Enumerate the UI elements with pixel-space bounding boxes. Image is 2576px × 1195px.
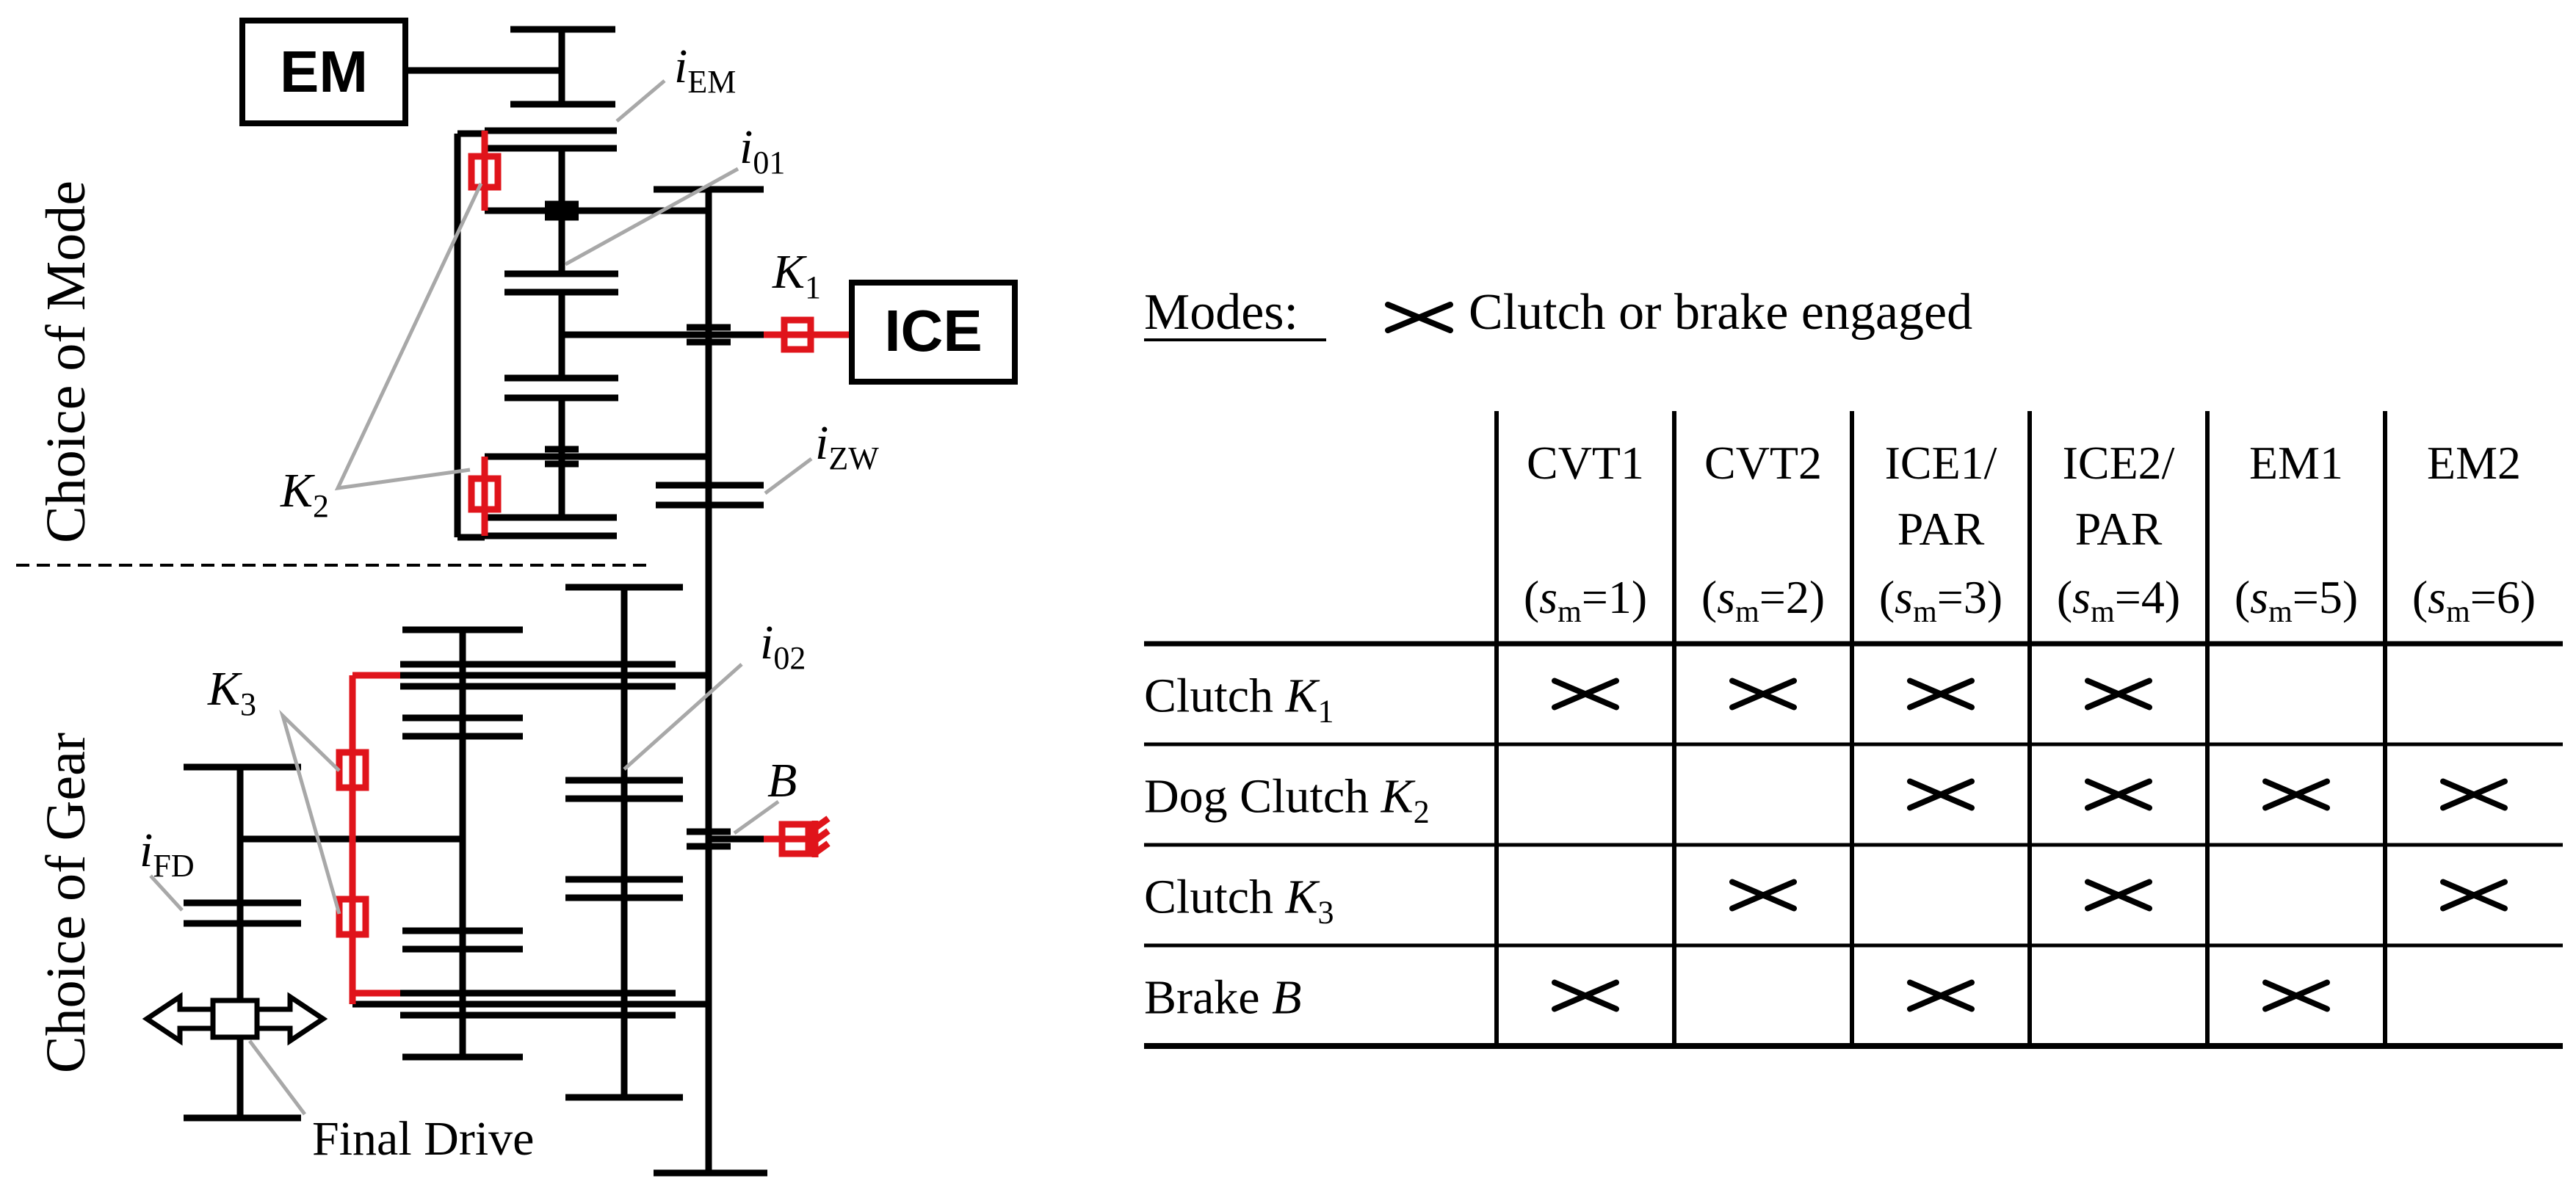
cross-mark-icon <box>1385 302 1453 333</box>
column-header-sm: (sm=6) <box>2412 571 2536 629</box>
diagram-labels: iEM i01 K1 K2 iZW i02 K3 B iFD Final Dri… <box>140 40 879 1166</box>
label-final-drive: Final Drive <box>312 1112 534 1166</box>
region-label-gear: Choice of Gear <box>35 733 97 1073</box>
k3-lower-plate <box>336 896 369 938</box>
label-k1: K1 <box>772 245 821 305</box>
leader-ifd <box>149 874 184 912</box>
label-i-02: i02 <box>760 616 806 676</box>
column-header-title: EM2 <box>2427 437 2521 489</box>
engaged-cross-mark-icon <box>1729 879 1797 912</box>
region-label-mode: Choice of Mode <box>35 181 97 543</box>
label-b: B <box>767 754 797 807</box>
engaged-cross-mark-icon <box>2440 778 2508 811</box>
leader-i02 <box>623 663 743 771</box>
row-label: Dog Clutch K2 <box>1144 770 1430 830</box>
label-i-01: i01 <box>739 120 785 181</box>
leader-lines <box>149 79 813 1116</box>
row-label: Clutch K1 <box>1144 669 1334 730</box>
machine-boxes: EM ICE <box>239 18 1018 385</box>
column-header-title: CVT2 <box>1704 437 1822 489</box>
leader-izw <box>764 457 813 495</box>
column-header-title: CVT1 <box>1527 437 1644 489</box>
ice-box <box>849 280 1018 385</box>
engaged-cross-mark-icon <box>1729 678 1797 711</box>
drivetrain-schematic <box>184 26 767 1177</box>
engaged-cross-mark-icon <box>2262 778 2330 811</box>
label-k2: K2 <box>280 464 329 524</box>
em-box-label: EM <box>280 39 368 104</box>
engaged-cross-mark-icon <box>1907 979 1975 1012</box>
row-label: Brake B <box>1144 971 1301 1025</box>
label-k3: K3 <box>207 662 256 722</box>
column-header-title: ICE2/ <box>2063 437 2175 489</box>
leader-final-drive <box>248 1039 306 1116</box>
brake-ground-hatch-2 <box>813 828 831 843</box>
engaged-cross-mark-icon <box>1552 979 1619 1012</box>
clutch-elements <box>336 131 852 1004</box>
legend: Modes: Clutch or brake engaged <box>1144 284 1972 341</box>
engaged-cross-mark-icon <box>1552 678 1619 711</box>
engaged-cross-mark-icon <box>2085 678 2152 711</box>
engaged-cross-mark-icon <box>1907 678 1975 711</box>
row-label: Clutch K3 <box>1144 871 1334 931</box>
column-header-sm: (sm=2) <box>1701 571 1825 629</box>
differential-box <box>210 998 260 1040</box>
leader-b <box>733 799 780 835</box>
legend-title: Modes: <box>1144 284 1298 341</box>
label-i-em: iEM <box>674 40 736 100</box>
em-box <box>239 18 408 126</box>
leader-k2 <box>334 182 483 491</box>
brake-ground-hatch-1 <box>813 816 831 831</box>
axle-left-arrow-icon <box>142 992 216 1046</box>
column-header-subtitle: PAR <box>1897 503 1985 555</box>
brake-ground-hatch-3 <box>813 840 831 856</box>
engaged-cross-mark-icon <box>2085 778 2152 811</box>
ice-box-label: ICE <box>884 298 982 363</box>
engaged-cross-mark-icon <box>2262 979 2330 1012</box>
engaged-cross-mark-icon <box>1907 778 1975 811</box>
column-header-sm: (sm=1) <box>1524 571 1647 629</box>
column-header-sm: (sm=4) <box>2057 571 2180 629</box>
label-i-zw: iZW <box>815 416 879 476</box>
differential <box>142 992 328 1046</box>
label-i-fd: iFD <box>140 824 195 884</box>
engaged-cross-mark-icon <box>2440 879 2508 912</box>
leader-iem <box>615 79 666 123</box>
engaged-cross-mark-icon <box>2085 879 2152 912</box>
column-header-sm: (sm=5) <box>2235 571 2358 629</box>
k1-plate <box>781 316 814 353</box>
legend-text: Clutch or brake engaged <box>1469 284 1972 341</box>
column-header-subtitle: PAR <box>2075 503 2163 555</box>
leader-i01 <box>564 167 739 266</box>
column-header-title: ICE1/ <box>1885 437 1997 489</box>
column-header-sm: (sm=3) <box>1879 571 2002 629</box>
brake-plate <box>778 821 812 857</box>
leader-k3 <box>279 709 341 915</box>
column-header-title: EM1 <box>2249 437 2343 489</box>
mode-table: CVT1 (sm=1) CVT2 (sm=2) ICE1/PAR (sm=3) ICE2/P… <box>1144 411 2563 1049</box>
k2-lower-dog <box>468 475 502 513</box>
axle-right-arrow-icon <box>254 992 328 1046</box>
k2-upper-dog <box>468 153 502 191</box>
